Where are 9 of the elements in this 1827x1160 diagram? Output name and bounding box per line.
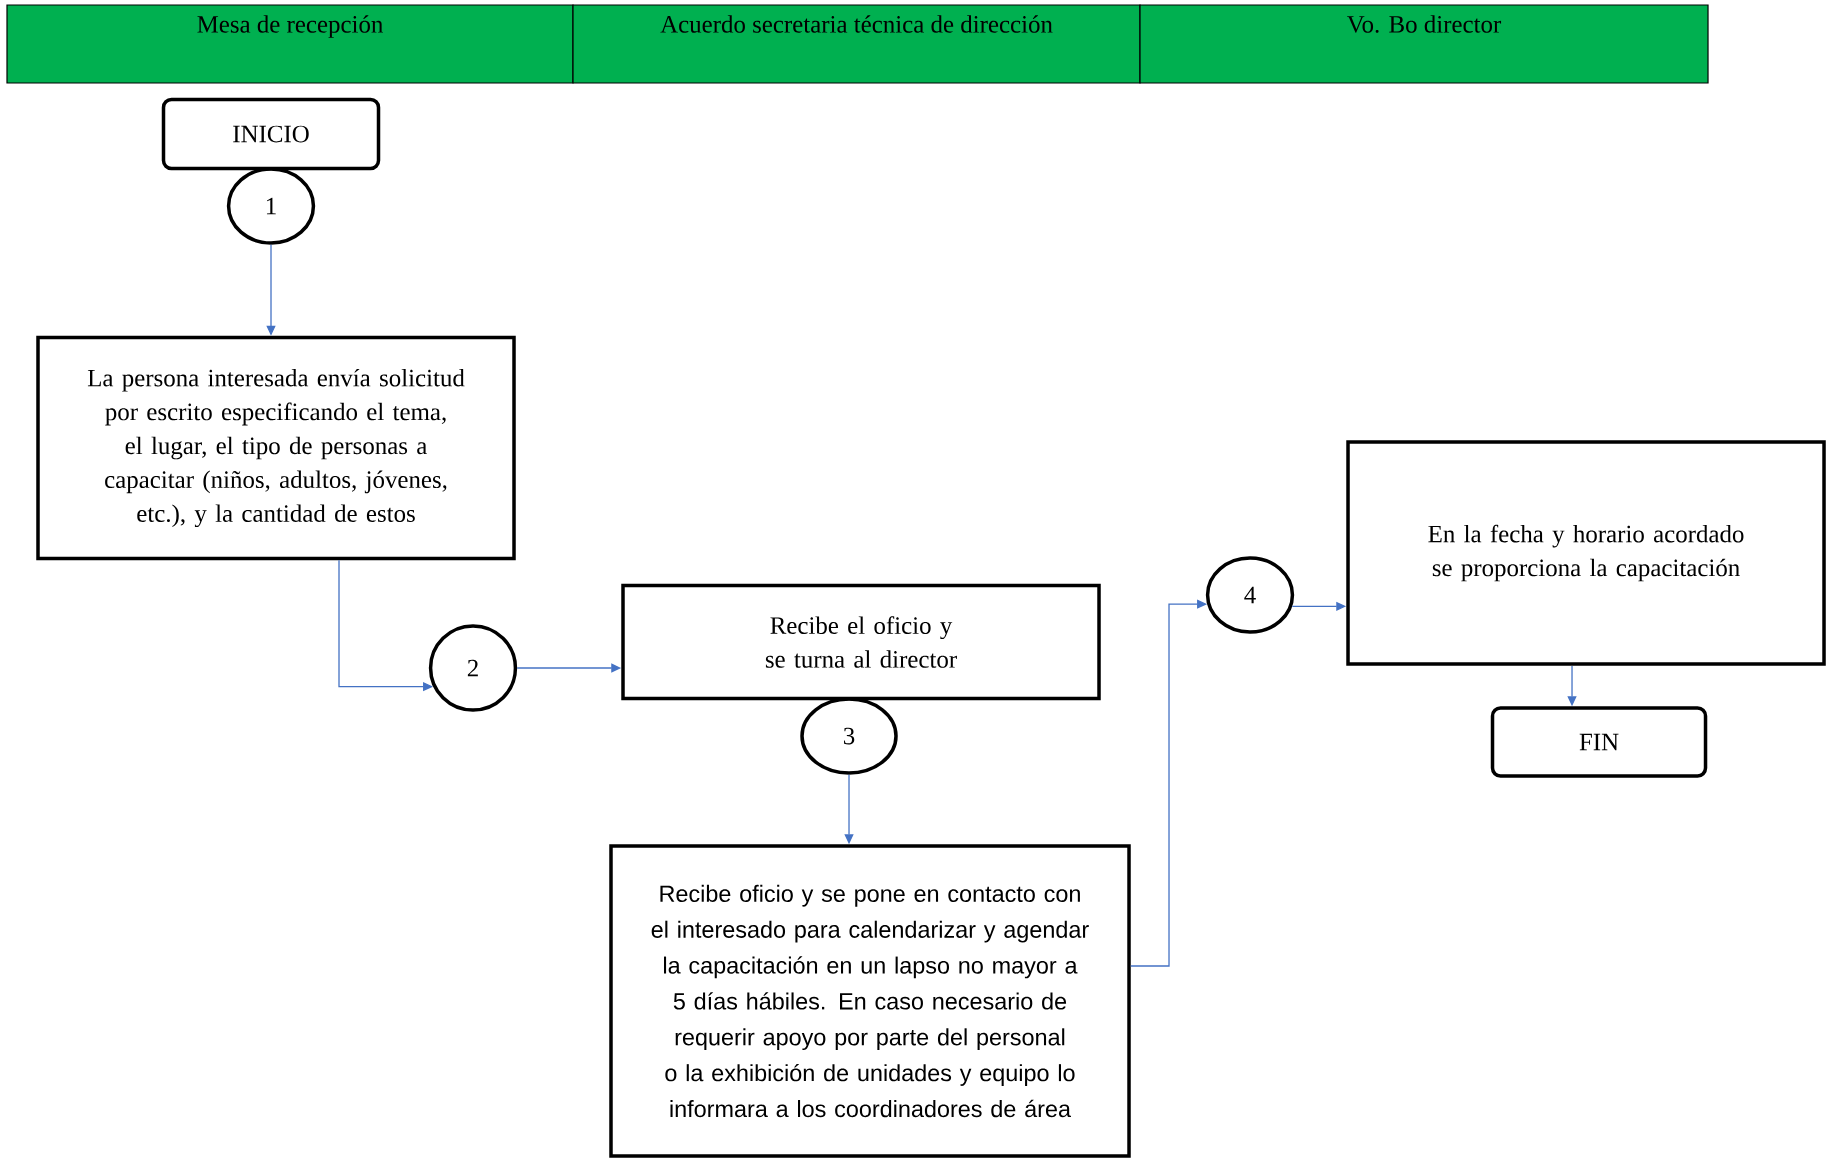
process-box: La persona interesada envía solicitud por escrito especificando el tema, el lugar, el tipo de personas a capacitar (niños, adultos, jóvenes, etc.), y la cantidad de estos — [36, 335, 516, 561]
process-box: Recibe oficio y se pone en contacto con el interesado para calendarizar y agendar la capacitación en un lapso no mayor a 5 días hábiles. En caso necesario de requerir apoyo por parte del personal o la exhibición de unidades y equipo lo informara a los coordinadores de área — [609, 844, 1131, 1158]
lane-header: Vo. Bo director — [1139, 4, 1709, 84]
process-box: Recibe el oficio y se turna al director — [621, 583, 1101, 701]
terminal-box: INICIO — [161, 97, 381, 171]
lane-header: Mesa de recepción — [6, 4, 574, 84]
lane-header: Acuerdo secretaria técnica de dirección — [572, 4, 1141, 84]
terminal-box: FIN — [1490, 706, 1708, 778]
process-box: En la fecha y horario acordado se proporciona la capacitación — [1346, 440, 1826, 666]
